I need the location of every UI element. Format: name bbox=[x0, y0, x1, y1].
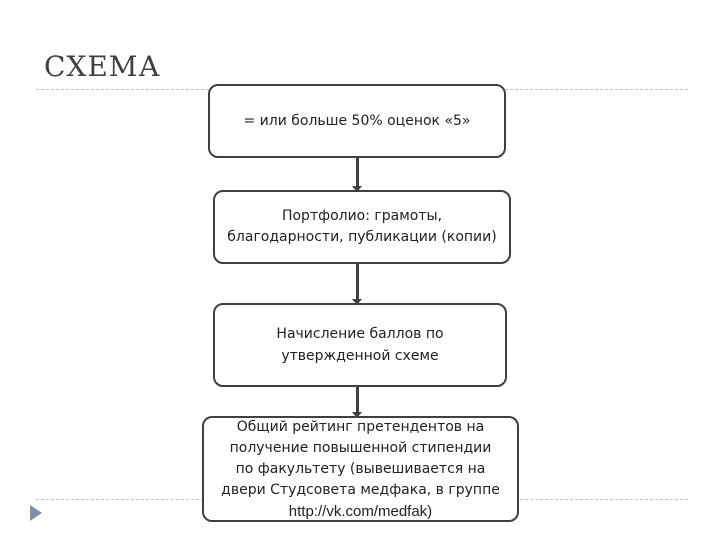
step-portfolio-line-1: Портфолио: грамоты, bbox=[281, 208, 443, 224]
step-scoring-line-1: Начисление баллов по bbox=[276, 326, 444, 342]
step-rating-line-1: Общий рейтинг претендентов на bbox=[236, 418, 485, 435]
step-scoring-line-2: утвержденной схеме bbox=[281, 348, 439, 364]
vk-group-link[interactable]: http://vk.com/medfak) bbox=[288, 502, 433, 520]
connector-1-2 bbox=[352, 158, 362, 192]
step-rating-line-3: по факультету (вывешивается на bbox=[235, 460, 486, 477]
step-portfolio-box: Портфолио: грамоты, благодарности, публи… bbox=[213, 190, 511, 264]
step-rating-line-2: получение повышенной стипендии bbox=[229, 439, 492, 456]
step-portfolio-line-2: благодарности, публикации (копии) bbox=[227, 229, 497, 245]
slide-title: СХЕМА bbox=[44, 50, 161, 83]
step-grades-box: = или больше 50% оценок «5» bbox=[208, 84, 506, 158]
step-grades-label: = или больше 50% оценок «5» bbox=[243, 113, 471, 129]
connector-2-3 bbox=[352, 264, 362, 305]
step-rating-line-4: двери Студсовета медфака, в группе bbox=[221, 481, 500, 498]
step-scoring-box: Начисление баллов по утвержденной схеме bbox=[213, 303, 507, 387]
step-rating-box: Общий рейтинг претендентов на получение … bbox=[202, 416, 519, 522]
connector-3-4 bbox=[352, 387, 362, 418]
bullet-arrow-icon bbox=[30, 505, 42, 521]
